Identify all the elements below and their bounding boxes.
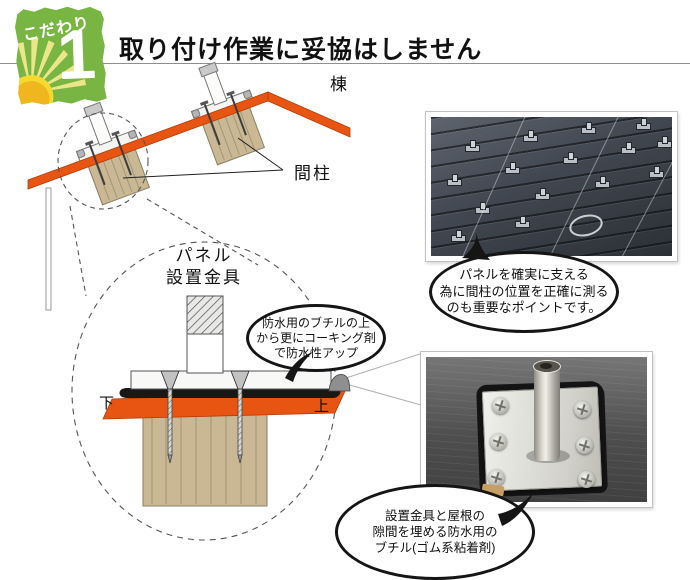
roof-clamp [515,216,530,228]
wall-line [45,187,52,311]
roof-clamp [595,176,610,188]
butyl-callout-tail [498,492,534,526]
bracket-screws [160,370,250,464]
plate-screw [492,397,509,414]
photo-pointer-lines [345,352,424,478]
left-stud-bolt [83,101,132,186]
page-title: 取り付け作業に妥協はしません [119,36,483,64]
plate-screw [490,433,507,450]
roof-clamp [581,122,596,134]
roof-clamp [649,166,664,178]
plate-screw [488,469,505,486]
butyl-layer [121,388,339,398]
roof-clamp [451,230,466,242]
roof-clamp [447,174,462,186]
roof-clamp [465,140,480,152]
plate-screw [576,437,593,454]
sun-icon [14,4,107,105]
small-magnify-circle [57,112,149,210]
photo-bracket-closeup [420,351,653,508]
support-post [533,360,561,461]
panel-callout: パネルを確実に支える 為に間柱の位置を正確に測る のも重要なポイントです。 [429,251,619,333]
roof-clamp [636,118,651,130]
title-underline [0,63,690,64]
plate-screw [578,471,595,488]
right-stud-bolt [198,61,247,146]
roof-clamp [657,136,672,148]
plate-screw [574,401,591,418]
ridge-label: 棟 [330,75,347,94]
roof-clamp [535,188,550,200]
roof-clamp [475,202,490,214]
kodawari-badge: こだわり 1 [14,4,107,105]
waterproof-callout: 防水用のブチルの上 から更にコーキング剤 で防水性アップ [246,304,386,372]
stud-pointer-lines [122,137,284,179]
badge-number: 1 [55,14,98,95]
waterproof-callout-tail [285,352,313,382]
photo-roof-brackets [425,111,678,262]
magnified-wood-stud [142,411,268,507]
downhill-label: 下 [99,396,115,412]
roof-right-slope [267,91,351,138]
butyl-callout: 設置金具と屋根の 隙間を埋める防水用の ブチル(ゴム系粘着剤) [335,484,535,580]
panel-callout-tail [462,230,490,260]
roof-clamp [505,162,520,174]
roof-clamp [621,142,636,154]
caulking-bead [328,373,351,392]
stud-label: 間柱 [294,164,332,183]
roof-clamp [563,152,578,164]
roof-clamp [523,130,538,142]
panel-bracket-label: パネル 設置金具 [166,246,242,288]
magnified-bracket [102,295,351,507]
uphill-label: 上 [314,399,330,415]
magnify-cone-lines [69,198,259,297]
